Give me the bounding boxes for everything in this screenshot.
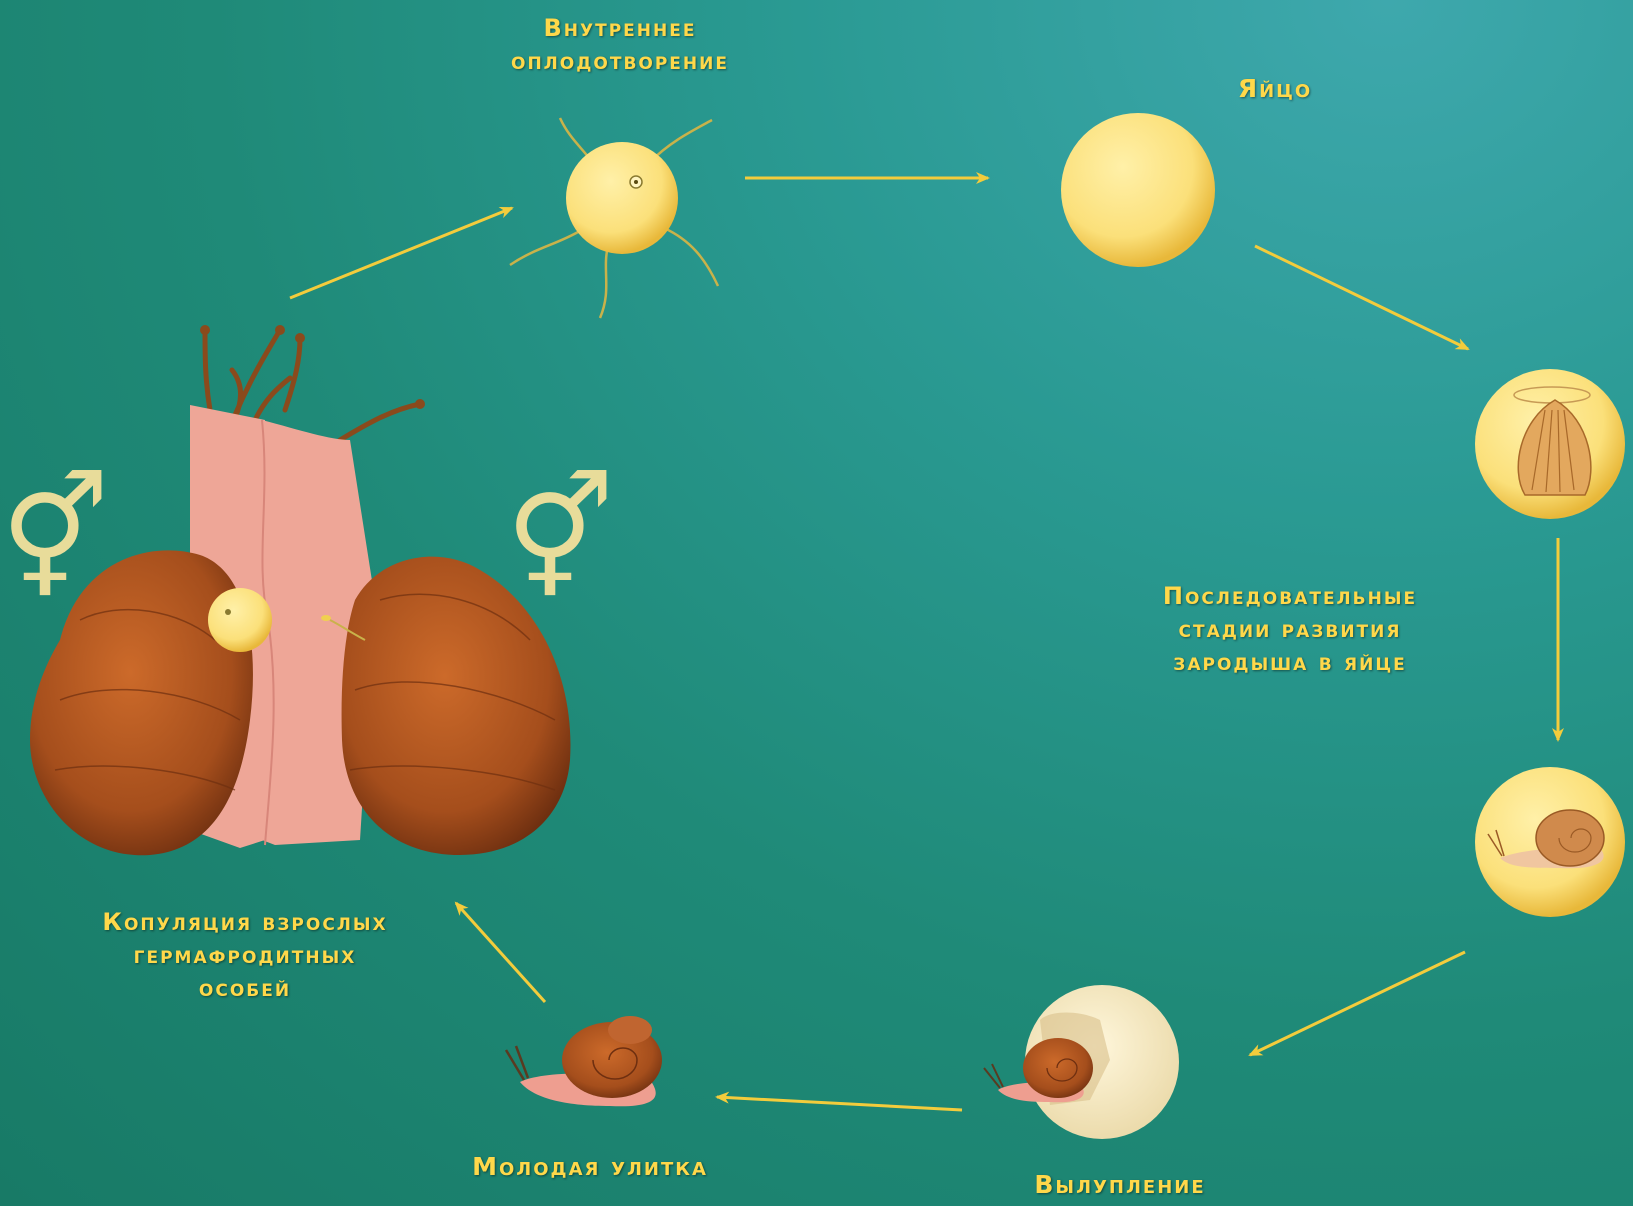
- fertilized-egg-with-sperm: [510, 118, 718, 318]
- embryo-stage-2: [1475, 767, 1625, 917]
- adult-snails-copulating: [30, 325, 570, 855]
- arrow-embryo2-to-hatching: [1250, 952, 1465, 1055]
- arrow-copulation-to-fertilization: [290, 208, 512, 298]
- egg: [1061, 113, 1215, 267]
- arrow-hatching-to-young: [717, 1097, 962, 1110]
- arrow-young-to-copulation: [456, 903, 545, 1002]
- arrow-egg-to-embryo1: [1255, 246, 1468, 349]
- young-snail: [506, 1016, 662, 1106]
- embryo-stage-1: [1475, 369, 1625, 519]
- hatching-egg: [984, 985, 1179, 1139]
